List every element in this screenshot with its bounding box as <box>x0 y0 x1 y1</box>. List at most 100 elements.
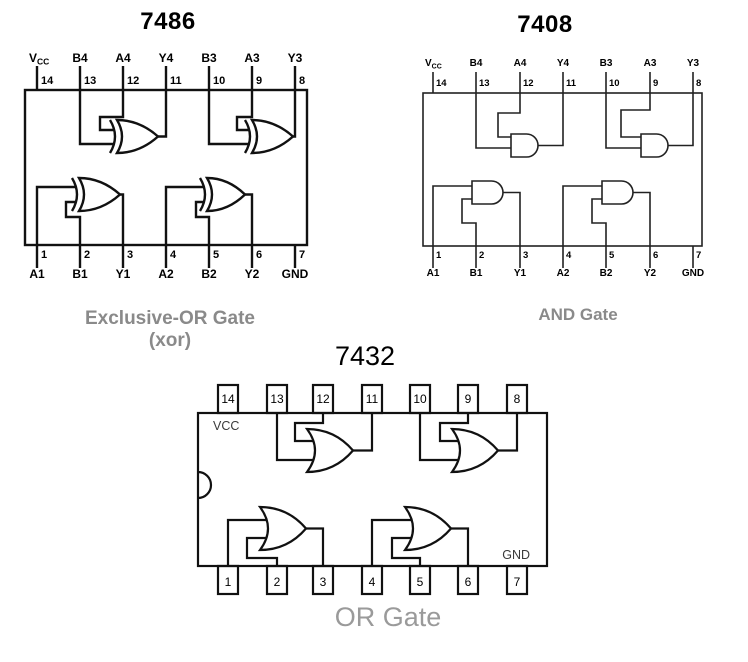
gate-wire <box>275 413 315 462</box>
pin-number: 11 <box>170 75 182 87</box>
ic-body <box>23 88 309 247</box>
gate-wire <box>35 185 76 245</box>
pin-number: 1 <box>41 249 47 261</box>
pin-label: Y3 <box>288 51 303 65</box>
chip-title-7408: 7408 <box>517 11 573 38</box>
chip-7486-diagram: 14VCC13B412A411Y410B39A38Y31A12B13Y14A25… <box>23 51 309 281</box>
gate-wire <box>158 90 168 138</box>
pin-number: 12 <box>127 75 139 87</box>
or-gate-body <box>449 427 500 474</box>
pin-number: 4 <box>170 249 177 261</box>
pin-label: A1 <box>29 267 45 281</box>
pin-number: 11 <box>366 392 379 406</box>
pin-number: 6 <box>256 249 262 261</box>
pin-label: A2 <box>557 268 570 279</box>
chip-7408-diagram: 14VCC13B412A411Y410B39A38Y31A12B13Y14A25… <box>422 58 704 279</box>
and-gate-body <box>601 180 634 205</box>
ic-body <box>196 411 549 568</box>
pin-number: 10 <box>413 392 427 406</box>
pin-number: 2 <box>84 249 90 261</box>
gate-wire <box>451 527 470 566</box>
pin-label: B4 <box>470 58 483 69</box>
pin-number: 12 <box>523 78 534 89</box>
pin-label: B1 <box>72 267 88 281</box>
pin-number: 14 <box>41 75 54 87</box>
gate-wire <box>293 413 325 443</box>
pin-number: 5 <box>609 250 615 261</box>
and-gate-body <box>510 133 539 158</box>
gate-wire <box>461 198 477 246</box>
gate-wire <box>194 200 211 245</box>
xor-gate-input-arc <box>243 119 252 154</box>
gate-wire <box>353 413 374 452</box>
gate-wire <box>245 193 254 245</box>
xor-gate-body <box>249 118 295 155</box>
gate-wire <box>633 191 651 246</box>
pin-number: 7 <box>299 249 305 261</box>
and-gate-body <box>471 180 504 205</box>
pin-label: Y2 <box>644 268 657 279</box>
gate-wire <box>64 200 82 245</box>
caption-xor-line1: Exclusive-OR Gate <box>84 308 256 329</box>
xor-gate-body <box>114 118 160 155</box>
pin-label: B2 <box>600 268 613 279</box>
pin-number: 12 <box>316 392 330 406</box>
pin-number: 7 <box>696 250 701 261</box>
pin-number: 3 <box>320 575 327 589</box>
xor-gate-input-arc <box>198 177 207 212</box>
gate-wire <box>245 536 279 566</box>
inner-label-vcc: VCC <box>213 419 239 433</box>
chip-title-7432: 7432 <box>334 341 396 371</box>
xor-gate-body <box>76 176 122 213</box>
pin-label-vcc: VCC <box>425 58 442 71</box>
gate-wire <box>503 191 521 246</box>
pin-number: 2 <box>274 575 281 589</box>
pin-number: 8 <box>696 78 701 89</box>
pin-number: 9 <box>653 78 658 89</box>
caption-or-gate: OR Gate <box>334 602 442 632</box>
xor-gate-input-arc <box>108 119 117 154</box>
gate-wire <box>418 413 460 462</box>
pin-number: 3 <box>127 249 133 261</box>
pin-label: GND <box>282 267 309 281</box>
pin-label: Y1 <box>514 268 527 279</box>
pin-number: 4 <box>369 575 376 589</box>
pin-label: A1 <box>427 268 440 279</box>
pin-number: 9 <box>465 392 472 406</box>
and-gate-body <box>640 133 669 158</box>
pin-number: 14 <box>221 392 235 406</box>
gate-wire <box>432 185 474 246</box>
pin-label: Y4 <box>159 51 174 65</box>
or-gate-body <box>257 505 308 552</box>
pin-number: 4 <box>566 250 572 261</box>
gate-wire <box>620 93 651 138</box>
xor-gate-body <box>204 176 247 213</box>
gate-wire <box>78 90 114 146</box>
gate-wire <box>562 185 604 246</box>
pin-label: Y3 <box>687 58 700 69</box>
pin-label: B4 <box>72 51 88 65</box>
caption-xor-line2: (xor) <box>148 329 192 351</box>
gate-wire <box>98 90 125 132</box>
pin-number: 1 <box>225 575 232 589</box>
pin-label: Y1 <box>116 267 131 281</box>
or-gate-body <box>304 427 355 474</box>
pin-number: 8 <box>299 75 305 87</box>
gate-wire <box>207 90 249 146</box>
pin-label: A4 <box>514 58 527 69</box>
gate-wire <box>591 198 607 246</box>
gate-wire <box>438 413 470 443</box>
pin-number: 6 <box>465 575 472 589</box>
pin-number: 8 <box>514 392 521 406</box>
pin-number: 13 <box>479 78 490 89</box>
gate-wire <box>498 413 519 452</box>
ic-body <box>422 92 703 247</box>
pin-number: 13 <box>84 75 96 87</box>
gate-wire <box>164 185 204 245</box>
caption-xor-gate: Exclusive-OR Gate (xor) <box>20 308 320 351</box>
pin-number: 1 <box>436 250 442 261</box>
pin-label: Y4 <box>557 58 570 69</box>
pin-number: 7 <box>514 575 521 589</box>
orientation-notch <box>197 470 213 500</box>
